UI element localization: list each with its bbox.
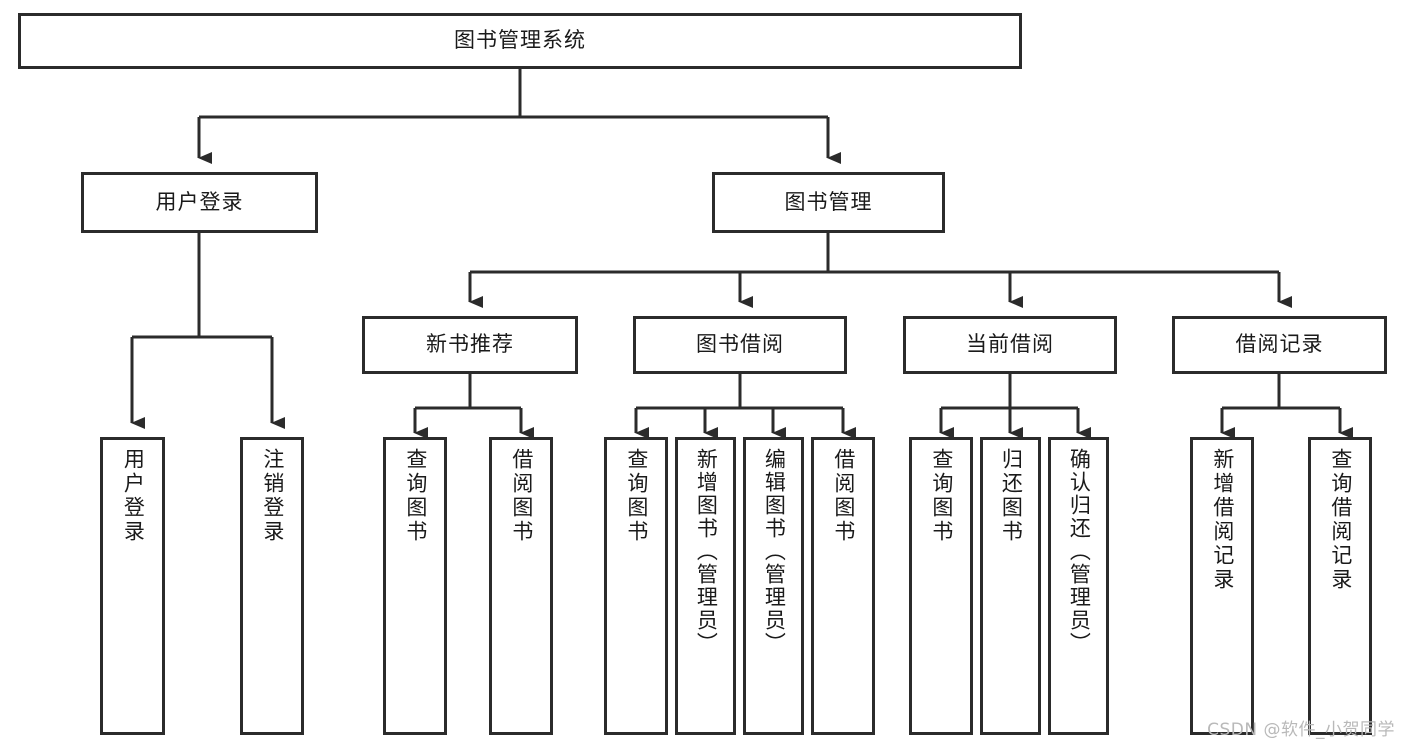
leaf-borrow-book-recommend[interactable]: 借阅图书: [489, 437, 553, 735]
node-label: 用户登录: [155, 189, 244, 214]
leaf-query-book-current[interactable]: 查询图书: [909, 437, 973, 735]
leaf-logout-login[interactable]: 注销登录: [240, 437, 304, 735]
node-book-borrow[interactable]: 图书借阅: [633, 316, 847, 374]
node-label: 查询图书: [624, 448, 649, 544]
node-label: 查询图书: [929, 448, 954, 544]
node-label: 借阅图书: [509, 448, 534, 544]
node-new-book-recommend[interactable]: 新书推荐: [362, 316, 578, 374]
node-label: 当前借阅: [966, 332, 1054, 357]
node-label: 查询借阅记录: [1328, 448, 1353, 592]
node-book-manage[interactable]: 图书管理: [712, 172, 945, 233]
leaf-query-book-recommend[interactable]: 查询图书: [383, 437, 447, 735]
node-label: 图书借阅: [696, 332, 784, 357]
leaf-add-borrow-record[interactable]: 新增借阅记录: [1190, 437, 1254, 735]
node-label: 查询图书: [403, 448, 428, 544]
leaf-user-login[interactable]: 用户登录: [100, 437, 165, 735]
node-current-borrow[interactable]: 当前借阅: [903, 316, 1117, 374]
node-label: 确认归还（管理员）: [1067, 448, 1092, 655]
node-label: 编辑图书（管理员）: [762, 448, 787, 655]
node-label: 借阅图书: [831, 448, 856, 544]
leaf-borrow-book[interactable]: 借阅图书: [811, 437, 875, 735]
leaf-query-borrow-record[interactable]: 查询借阅记录: [1308, 437, 1372, 735]
node-label: 新增借阅记录: [1210, 448, 1235, 592]
node-label: 新增图书（管理员）: [694, 448, 719, 655]
leaf-query-book-borrow[interactable]: 查询图书: [604, 437, 668, 735]
node-label: 新书推荐: [426, 332, 514, 357]
node-label: 用户登录: [121, 448, 146, 544]
node-user-login[interactable]: 用户登录: [81, 172, 318, 233]
node-label: 图书管理: [784, 189, 873, 214]
node-label: 借阅记录: [1235, 332, 1324, 357]
leaf-add-book-admin[interactable]: 新增图书（管理员）: [675, 437, 736, 735]
node-root-book-management-system[interactable]: 图书管理系统: [18, 13, 1022, 69]
node-label: 注销登录: [260, 448, 285, 544]
node-label: 图书管理系统: [454, 28, 586, 53]
leaf-confirm-return-admin[interactable]: 确认归还（管理员）: [1048, 437, 1109, 735]
csdn-watermark: CSDN @软件_小贺同学: [1207, 720, 1395, 740]
node-borrow-record[interactable]: 借阅记录: [1172, 316, 1387, 374]
leaf-edit-book-admin[interactable]: 编辑图书（管理员）: [743, 437, 804, 735]
leaf-return-book[interactable]: 归还图书: [980, 437, 1041, 735]
node-label: 归还图书: [999, 448, 1024, 544]
